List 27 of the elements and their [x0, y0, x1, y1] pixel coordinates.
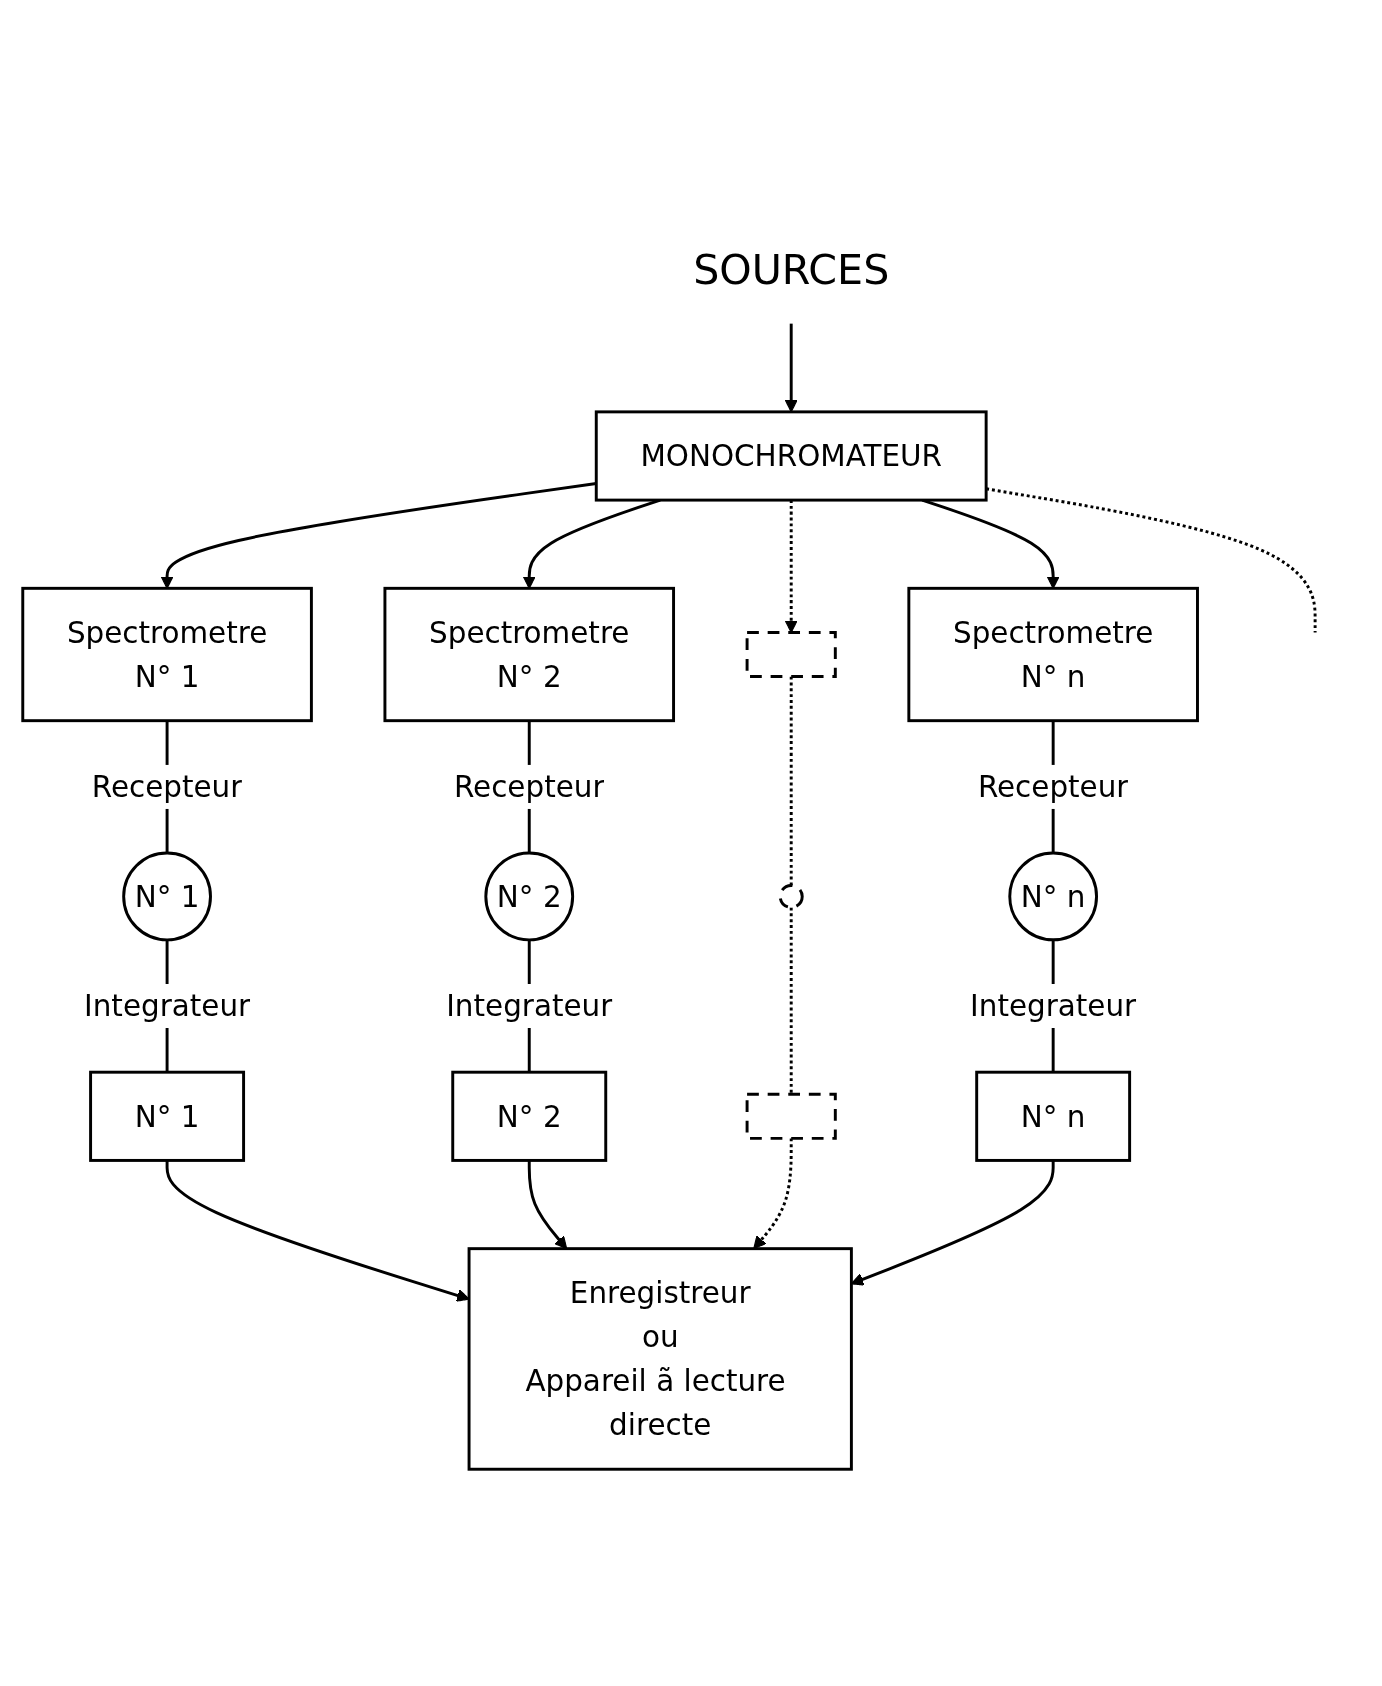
node-box: N° 2 — [451, 1070, 608, 1162]
edge-label: Recepteur — [977, 768, 1129, 804]
node-box: Enregistreur ou Appareil ã lecture directe — [467, 1246, 853, 1471]
edge-label: Integrateur — [84, 987, 251, 1024]
node-circle: N° 1 — [122, 851, 212, 941]
node-circle: N° 2 — [484, 851, 575, 941]
node-box: Spectrometre N° 2 — [383, 586, 676, 722]
edge-label: Integrateur — [446, 987, 613, 1024]
node-box — [745, 630, 837, 678]
node-box: Spectrometre N° n — [907, 586, 1199, 722]
arrow — [784, 323, 798, 412]
node-box: MONOCHROMATEUR — [594, 409, 988, 502]
edge-label: Recepteur — [454, 768, 605, 804]
node-box: Spectrometre N° 1 — [21, 586, 313, 722]
edge-label: Integrateur — [970, 987, 1137, 1024]
node-box: N° n — [975, 1070, 1132, 1162]
arrow — [165, 1159, 470, 1302]
node-box — [745, 1092, 837, 1140]
connector — [789, 676, 793, 885]
node-box: N° 1 — [89, 1070, 246, 1162]
connector — [789, 906, 793, 1094]
node-circle — [778, 883, 804, 909]
node-circle: N° n — [1008, 851, 1098, 941]
node-text: SOURCES — [693, 245, 890, 294]
arrow — [753, 1137, 793, 1249]
edge-label: Recepteur — [91, 768, 243, 804]
arrow — [527, 1159, 568, 1249]
